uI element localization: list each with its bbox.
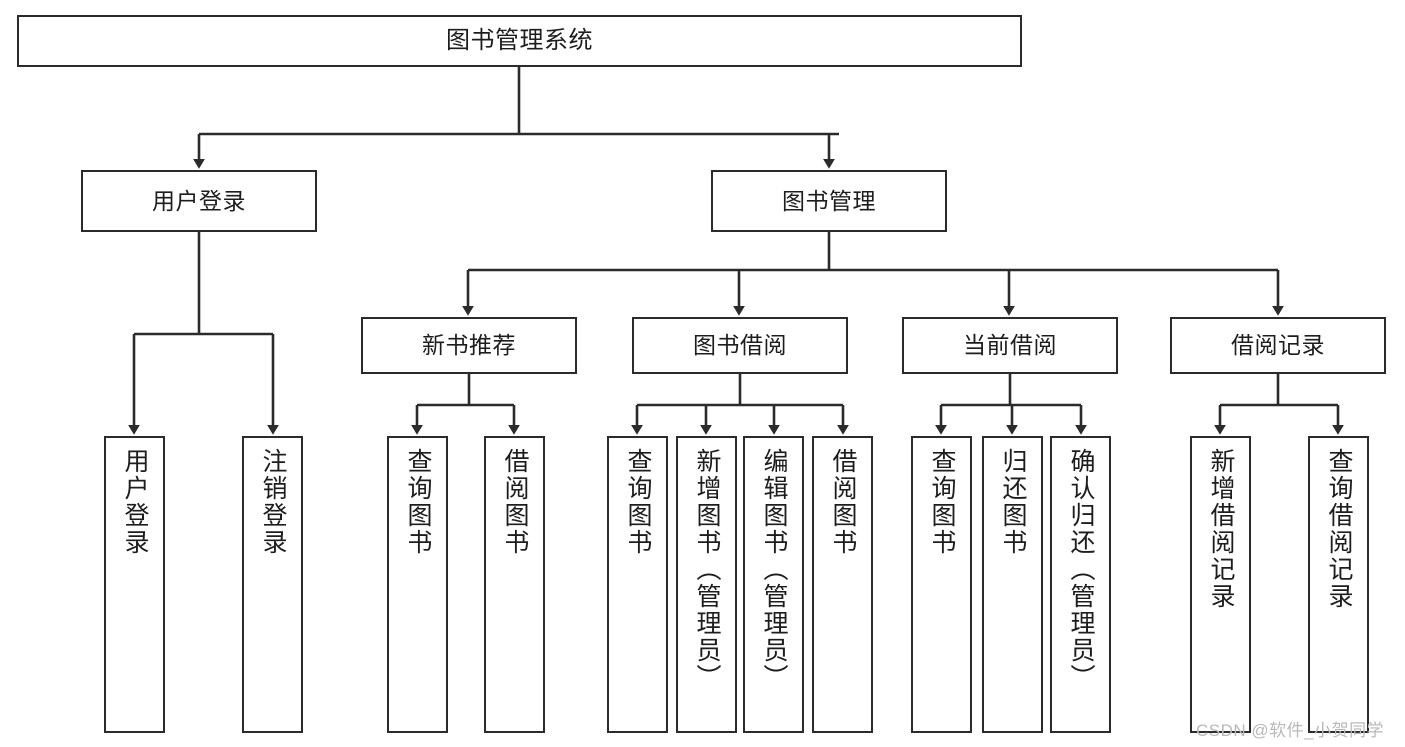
leaf-return-books[interactable]: 归还图书 — [982, 436, 1043, 733]
leaf-logout-label: 注销登录 — [259, 448, 287, 556]
leaf-newbook-query-books[interactable]: 查询图书 — [387, 436, 448, 733]
leaf-borrow-query-books-label: 查询图书 — [624, 448, 652, 556]
node-root[interactable]: 图书管理系统 — [17, 15, 1022, 67]
leaf-borrow-books[interactable]: 借阅图书 — [812, 436, 873, 733]
node-user-login-label: 用户登录 — [152, 187, 246, 214]
leaf-query-borrow-record[interactable]: 查询借阅记录 — [1308, 436, 1369, 733]
leaf-logout[interactable]: 注销登录 — [242, 436, 303, 733]
node-book-borrow[interactable]: 图书借阅 — [632, 317, 848, 374]
node-root-label: 图书管理系统 — [446, 27, 593, 55]
node-borrow-record[interactable]: 借阅记录 — [1170, 317, 1386, 374]
leaf-add-borrow-record-label: 新增借阅记录 — [1207, 448, 1235, 610]
node-book-management-label: 图书管理 — [782, 187, 876, 214]
leaf-add-book-admin-label: 新增图书（管理员） — [693, 448, 721, 691]
node-book-borrow-label: 图书借阅 — [693, 332, 787, 359]
leaf-borrow-query-books[interactable]: 查询图书 — [607, 436, 668, 733]
leaf-current-query-books-label: 查询图书 — [928, 448, 956, 556]
leaf-user-login[interactable]: 用户登录 — [104, 436, 165, 733]
csdn-watermark: CSDN @软件_小贺同学 — [1196, 721, 1385, 740]
leaf-user-login-label: 用户登录 — [121, 448, 149, 556]
node-borrow-record-label: 借阅记录 — [1231, 332, 1325, 359]
node-new-book-recommend[interactable]: 新书推荐 — [361, 317, 577, 374]
leaf-borrow-books-label: 借阅图书 — [829, 448, 857, 556]
node-current-borrow-label: 当前借阅 — [963, 332, 1057, 359]
leaf-return-books-label: 归还图书 — [999, 448, 1027, 556]
leaf-add-borrow-record[interactable]: 新增借阅记录 — [1190, 436, 1251, 733]
leaf-newbook-borrow-books-label: 借阅图书 — [501, 448, 529, 556]
leaf-newbook-borrow-books[interactable]: 借阅图书 — [484, 436, 545, 733]
leaf-add-book-admin[interactable]: 新增图书（管理员） — [676, 436, 737, 733]
leaf-confirm-return-admin-label: 确认归还（管理员） — [1067, 448, 1095, 691]
node-user-login[interactable]: 用户登录 — [81, 170, 317, 232]
leaf-confirm-return-admin[interactable]: 确认归还（管理员） — [1050, 436, 1111, 733]
leaf-newbook-query-books-label: 查询图书 — [404, 448, 432, 556]
node-current-borrow[interactable]: 当前借阅 — [902, 317, 1118, 374]
leaf-current-query-books[interactable]: 查询图书 — [911, 436, 972, 733]
node-book-management[interactable]: 图书管理 — [711, 170, 947, 232]
leaf-edit-book-admin-label: 编辑图书（管理员） — [760, 448, 788, 691]
leaf-edit-book-admin[interactable]: 编辑图书（管理员） — [743, 436, 804, 733]
node-new-book-recommend-label: 新书推荐 — [422, 332, 516, 359]
leaf-query-borrow-record-label: 查询借阅记录 — [1325, 448, 1353, 610]
